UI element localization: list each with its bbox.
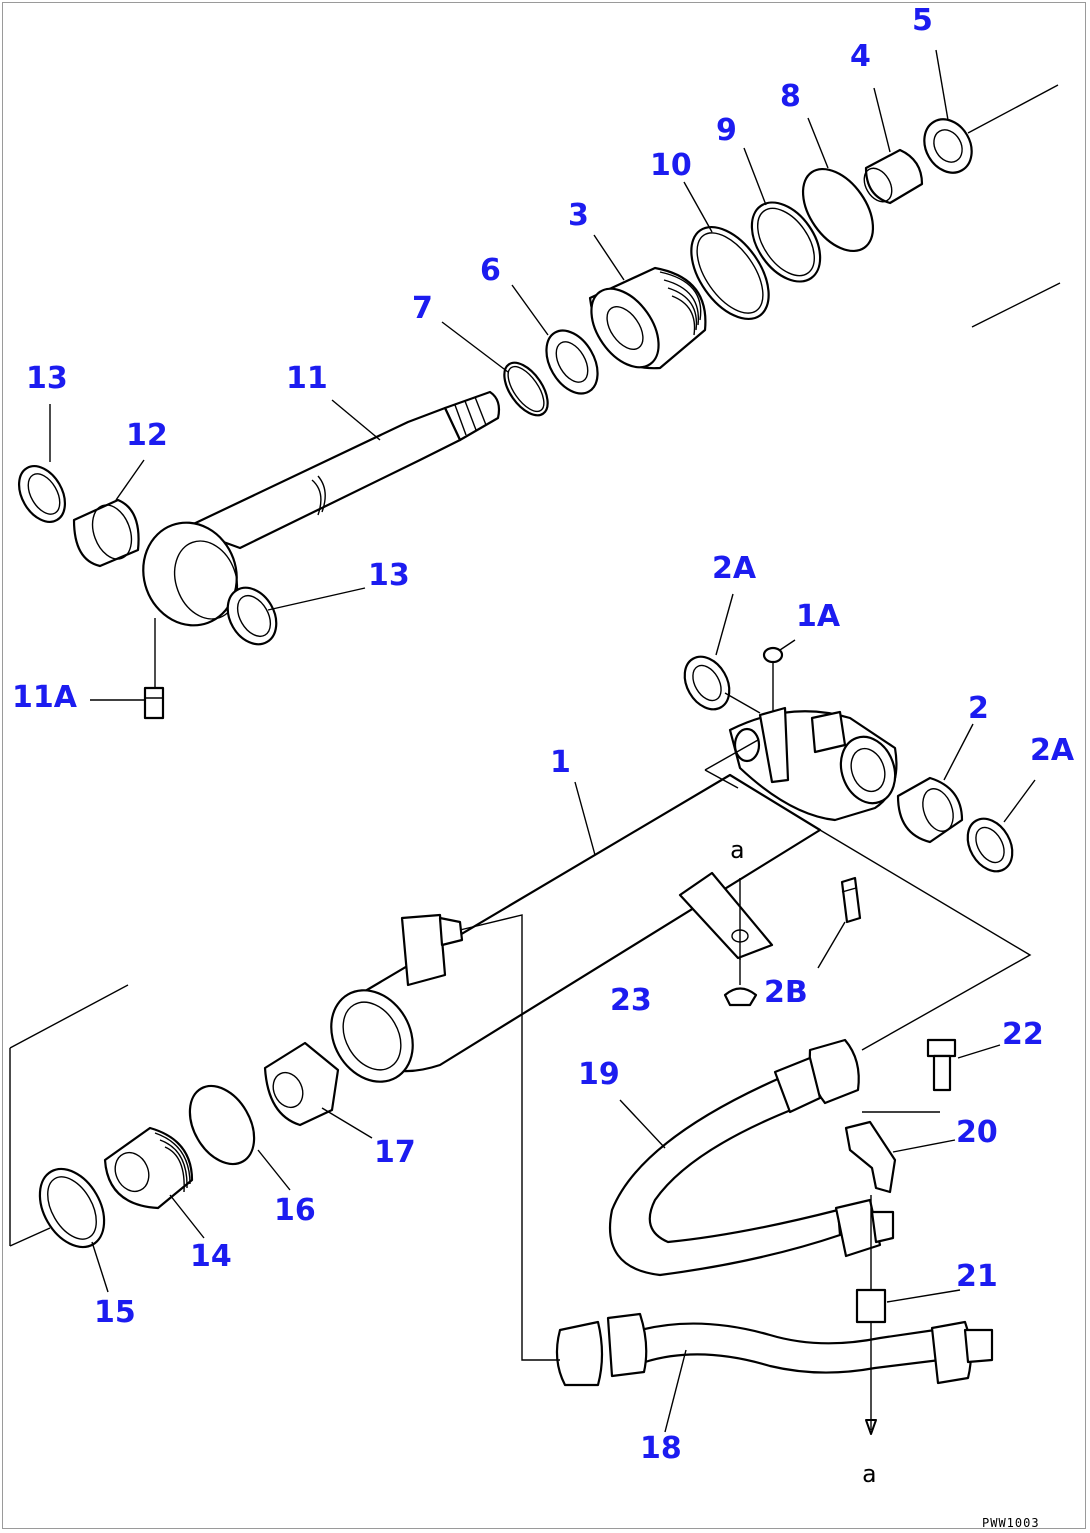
callout-2: 2 bbox=[968, 691, 989, 726]
callout-20: 20 bbox=[956, 1115, 998, 1150]
part-11A-grease-fitting bbox=[143, 618, 165, 720]
callout-9: 9 bbox=[716, 113, 737, 148]
part-14-nut bbox=[103, 1126, 194, 1210]
part-15-ring bbox=[38, 1167, 106, 1249]
drawing-code: PWW1003 bbox=[982, 1516, 1040, 1530]
part-12-bushing bbox=[72, 498, 140, 568]
callout-2A-right: 2A bbox=[1030, 733, 1075, 768]
callout-16: 16 bbox=[274, 1193, 316, 1228]
part-20-clamp bbox=[844, 1111, 940, 1194]
callout-11A: 11A bbox=[12, 680, 78, 715]
callout-11: 11 bbox=[286, 361, 328, 396]
part-2A-seal-top bbox=[683, 655, 761, 714]
callout-23: 23 bbox=[610, 983, 652, 1018]
leader-lines bbox=[49, 49, 1036, 1433]
part-2A-seal-right bbox=[966, 817, 1014, 873]
callout-18: 18 bbox=[640, 1431, 682, 1466]
part-1-cylinder-tube bbox=[330, 706, 898, 1083]
part-22-bolt bbox=[926, 1038, 957, 1092]
part-7-ring bbox=[503, 361, 549, 417]
part-18-tube bbox=[555, 920, 994, 1435]
part-13-seal-right bbox=[226, 586, 278, 646]
part-10-ring bbox=[690, 225, 770, 321]
callout-22: 22 bbox=[1002, 1017, 1044, 1052]
callout-6: 6 bbox=[480, 253, 501, 288]
callout-13-lower: 13 bbox=[368, 558, 410, 593]
part-17-piston bbox=[263, 1041, 340, 1127]
callout-19: 19 bbox=[578, 1057, 620, 1092]
callout-21: 21 bbox=[956, 1259, 998, 1294]
assembly-guide-lines bbox=[459, 769, 1032, 1361]
callout-12: 12 bbox=[126, 418, 168, 453]
callout-13-upper: 13 bbox=[26, 361, 68, 396]
callout-2A-top: 2A bbox=[712, 551, 757, 586]
callout-3: 3 bbox=[568, 198, 589, 233]
part-23-cap bbox=[678, 871, 774, 1007]
part-13-seal-left bbox=[17, 465, 67, 523]
view-mark-a-upper: a bbox=[730, 836, 744, 864]
part-3-cylinder-head bbox=[588, 266, 707, 370]
callout-5: 5 bbox=[912, 3, 933, 38]
part-4-collar bbox=[863, 148, 924, 205]
centerline-upper bbox=[967, 84, 1061, 328]
callout-4: 4 bbox=[850, 39, 871, 74]
callout-1: 1 bbox=[550, 745, 571, 780]
part-2-bushing bbox=[896, 776, 964, 844]
part-8-ring bbox=[801, 167, 875, 253]
part-19-tube bbox=[608, 1038, 895, 1277]
centerline-lower-left bbox=[9, 984, 129, 1247]
callout-labels: 5 4 8 9 10 3 6 7 11 13 12 13 11A 2A 1A 2… bbox=[12, 3, 1075, 1466]
callout-8: 8 bbox=[780, 79, 801, 114]
callout-2B: 2B bbox=[764, 975, 808, 1010]
part-11-piston-rod bbox=[142, 390, 501, 627]
part-1A-plug bbox=[762, 646, 784, 712]
callout-7: 7 bbox=[412, 291, 433, 326]
part-2B-grease-fitting bbox=[840, 876, 862, 924]
callout-15: 15 bbox=[94, 1295, 136, 1330]
part-5-nut bbox=[923, 118, 973, 174]
callout-17: 17 bbox=[374, 1135, 416, 1170]
part-9-ring bbox=[750, 201, 822, 283]
part-6-nut bbox=[545, 329, 599, 395]
part-16-ring bbox=[188, 1084, 256, 1166]
callout-10: 10 bbox=[650, 148, 692, 183]
callout-1A: 1A bbox=[796, 599, 841, 634]
callout-14: 14 bbox=[190, 1239, 232, 1274]
view-mark-a-lower: a bbox=[862, 1460, 876, 1488]
